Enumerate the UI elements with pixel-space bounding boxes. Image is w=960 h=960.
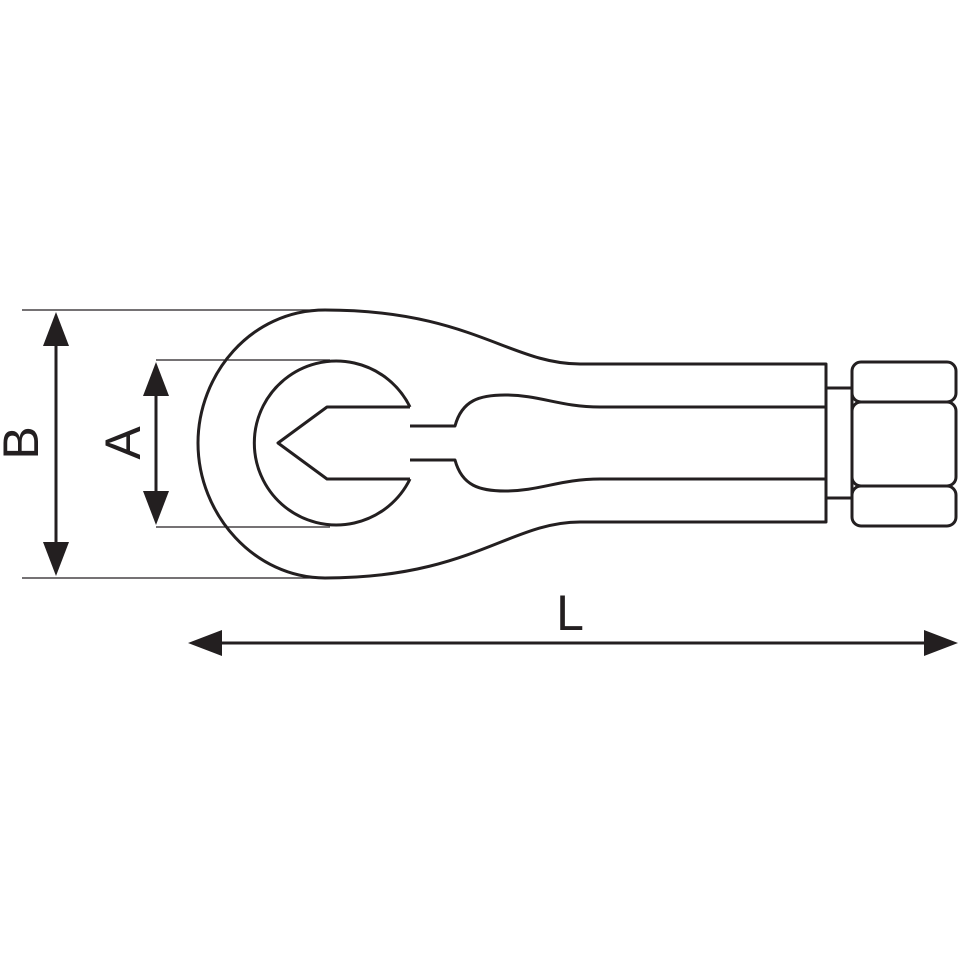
dimension-l-arrow-left	[188, 630, 222, 656]
chisel-blade	[276, 405, 410, 481]
dimension-a-arrow-top	[143, 362, 169, 396]
hex-head-middle-flat	[850, 400, 958, 488]
dimension-b-arrow-bottom	[43, 542, 69, 576]
chisel-neck-lower	[410, 458, 826, 493]
shank-collar	[824, 386, 854, 500]
dimension-a-arrow-bottom	[143, 491, 169, 525]
hex-head-top-flat	[850, 360, 958, 404]
tool-body-outline	[196, 308, 828, 580]
dimension-b-label: B	[0, 426, 49, 459]
dimension-l-arrow-right	[924, 630, 958, 656]
chisel-neck	[410, 393, 826, 428]
dimension-b-arrow-top	[43, 312, 69, 346]
dimension-l-label: L	[556, 585, 584, 641]
ring-opening	[252, 359, 412, 527]
dimension-a-label: A	[95, 426, 151, 460]
hex-head-bottom-flat	[850, 484, 958, 528]
